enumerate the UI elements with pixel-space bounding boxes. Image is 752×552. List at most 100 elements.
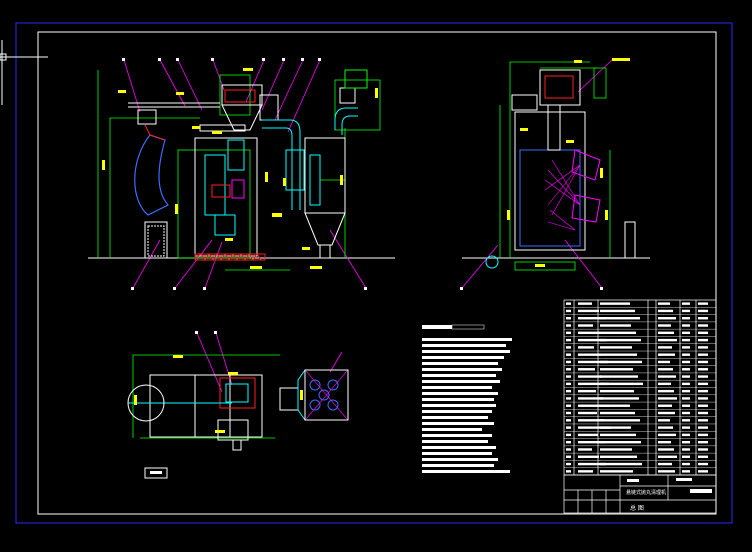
parts-row-text-block xyxy=(578,404,610,407)
parts-row-text-block xyxy=(600,419,640,422)
inner-border xyxy=(37,31,717,515)
parts-row-text-block xyxy=(682,419,690,422)
parts-row-text-block xyxy=(600,302,630,305)
parts-row-text-block xyxy=(578,455,599,458)
parts-row-text-block xyxy=(698,338,708,342)
parts-row-text-block xyxy=(698,360,708,364)
parts-row-text-block xyxy=(682,404,690,407)
title-block xyxy=(563,474,717,514)
parts-row-text-block xyxy=(682,440,690,444)
parts-row-text-block xyxy=(600,455,637,458)
parts-row-text-block xyxy=(566,309,571,313)
parts-row-text-block xyxy=(658,346,672,349)
parts-row-text-block xyxy=(658,455,677,458)
parts-row-text-block xyxy=(600,433,636,437)
parts-row-text-block xyxy=(682,382,690,386)
parts-row-text-block xyxy=(682,368,690,371)
parts-row-text-block xyxy=(566,382,571,386)
parts-row-text-block xyxy=(566,353,571,356)
parts-row-text-block xyxy=(658,360,670,364)
parts-row-text-block xyxy=(658,309,673,313)
parts-row-text-block xyxy=(682,433,690,437)
parts-row-text-block xyxy=(658,470,675,473)
parts-row-text-block xyxy=(682,302,690,305)
parts-row-text-block xyxy=(578,346,594,349)
parts-row-text-block xyxy=(658,462,672,466)
parts-row-text-block xyxy=(658,404,672,407)
parts-row-text-block xyxy=(578,375,602,378)
parts-row-text-block xyxy=(600,360,642,364)
parts-row-text-block xyxy=(566,360,571,364)
parts-row-text-block xyxy=(566,338,571,342)
parts-row-text-block xyxy=(658,448,674,451)
parts-row-text-block xyxy=(600,397,639,400)
parts-row-text-block xyxy=(682,331,690,335)
parts-row-text-block xyxy=(658,302,670,305)
crosshair-cursor-icon xyxy=(0,40,48,105)
parts-row-text-block xyxy=(682,426,690,429)
view-label-plate xyxy=(144,467,168,479)
parts-row-text-block xyxy=(578,317,606,320)
parts-row-text-block xyxy=(566,426,571,429)
parts-row-text-block xyxy=(566,411,571,415)
parts-row-text-block xyxy=(600,331,636,335)
drawing-title: 悬链式抛丸清理机 xyxy=(626,489,666,496)
parts-row-text-block xyxy=(682,360,690,364)
parts-row-text-block xyxy=(566,375,571,378)
parts-row-text-block xyxy=(600,448,632,451)
parts-row-text-block xyxy=(578,462,606,466)
parts-row-text-block xyxy=(578,389,596,393)
parts-row-text-block xyxy=(682,462,690,466)
parts-row-text-block xyxy=(578,440,605,444)
parts-row-text-block xyxy=(682,411,690,415)
parts-row-text-block xyxy=(600,389,634,393)
parts-row-text-block xyxy=(698,302,708,305)
parts-row-text-block xyxy=(566,455,571,458)
parts-row-text-block xyxy=(698,411,708,415)
parts-row-text-block xyxy=(578,382,609,386)
parts-row-text-block xyxy=(578,426,611,429)
parts-row-text-block xyxy=(682,338,690,342)
parts-row-text-block xyxy=(578,433,598,437)
parts-row-text-block xyxy=(566,470,571,473)
parts-row-text-block xyxy=(682,397,690,400)
parts-row-text-block xyxy=(658,353,675,356)
parts-row-text-block xyxy=(600,440,641,444)
parts-row-text-block xyxy=(578,411,597,415)
side-elevation-view xyxy=(460,58,650,290)
parts-row-text-block xyxy=(682,389,690,393)
parts-row-text-block xyxy=(600,404,630,407)
parts-row-text-block xyxy=(658,397,677,400)
parts-list-rows xyxy=(564,302,716,473)
parts-row-text-block xyxy=(566,448,571,451)
parts-row-text-block xyxy=(698,455,708,458)
parts-row-text-block xyxy=(578,470,593,473)
parts-row-text-block xyxy=(566,324,571,327)
parts-row-text-block xyxy=(682,448,690,451)
parts-row-text-block xyxy=(658,419,670,422)
parts-row-text-block xyxy=(566,317,571,320)
parts-row-text-block xyxy=(658,426,673,429)
parts-row-text-block xyxy=(698,404,708,407)
parts-row-text-block xyxy=(658,382,671,386)
parts-row-text-block xyxy=(682,455,690,458)
parts-row-text-block xyxy=(578,397,603,400)
parts-row-text-block xyxy=(600,426,631,429)
parts-row-text-block xyxy=(698,317,708,320)
parts-row-text-block xyxy=(600,317,640,320)
technical-notes xyxy=(422,324,512,473)
parts-row-text-block xyxy=(698,419,708,422)
parts-row-text-block xyxy=(566,397,571,400)
parts-row-text-block xyxy=(698,448,708,451)
parts-row-text-block xyxy=(566,433,571,437)
parts-row-text-block xyxy=(682,470,690,473)
parts-row-text-block xyxy=(578,448,592,451)
parts-row-text-block xyxy=(698,382,708,386)
parts-row-text-block xyxy=(578,324,593,327)
parts-row-text-block xyxy=(578,338,607,342)
outer-border xyxy=(15,22,733,524)
parts-row-text-block xyxy=(578,331,600,335)
parts-row-text-block xyxy=(600,382,643,386)
parts-row-text-block xyxy=(698,397,708,400)
